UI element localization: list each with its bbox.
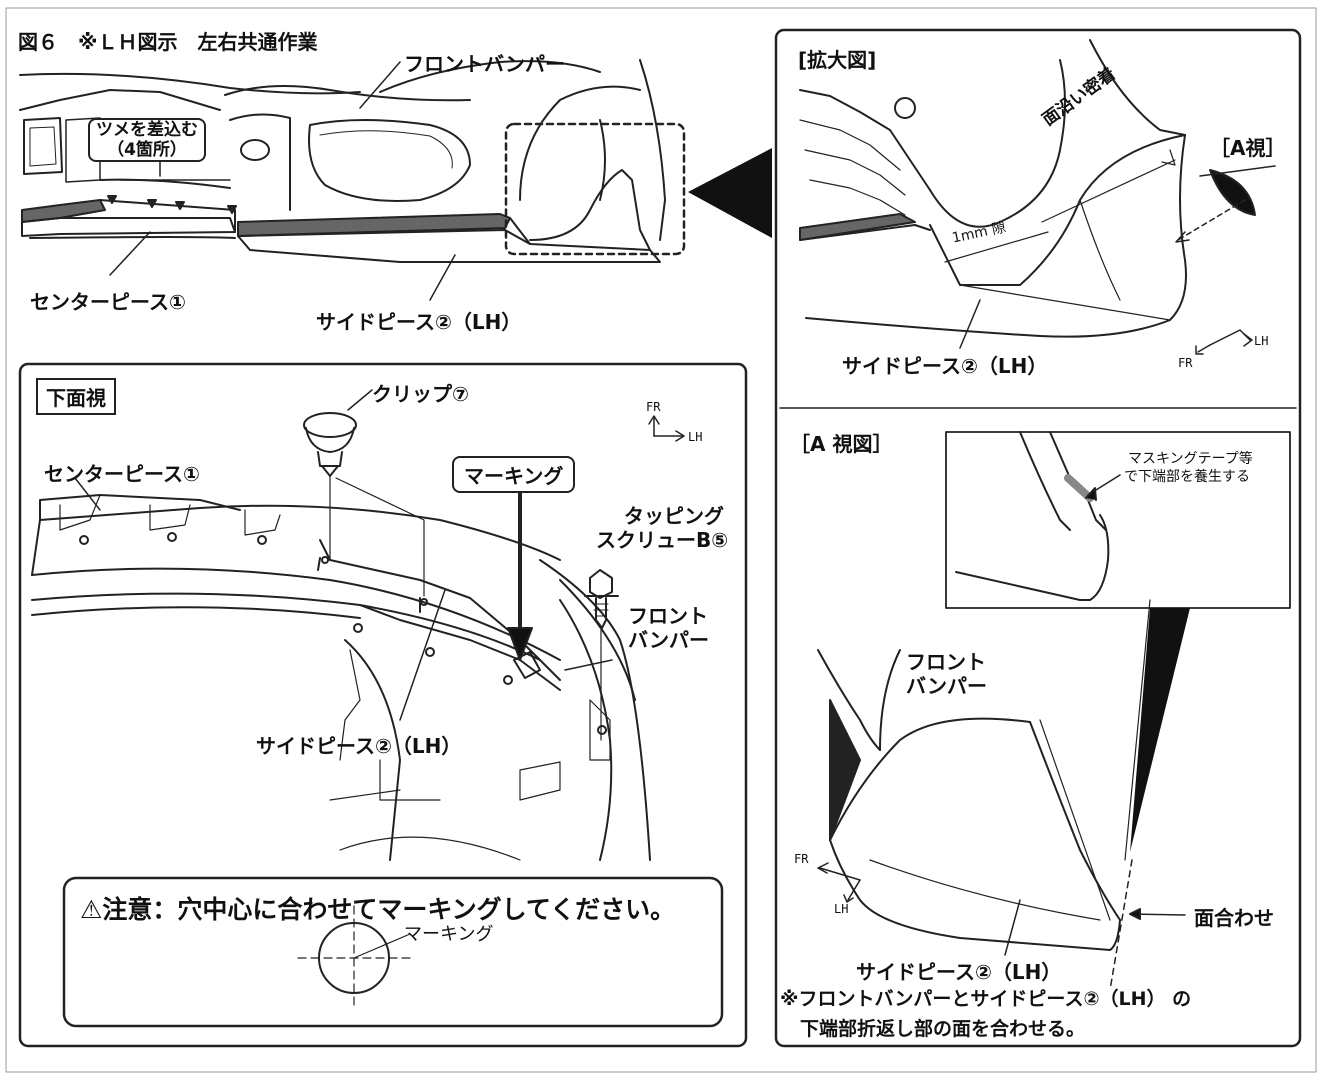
enlarged-dir-lh: LH xyxy=(1254,334,1269,348)
bumper-overview-drawing xyxy=(19,59,686,301)
claws-label-line1: ツメを差込む xyxy=(96,120,198,140)
a-view-main-drawing xyxy=(817,599,1186,991)
a-view-side-piece-label: サイドピース②（LH） xyxy=(856,960,1062,984)
claws-label-line2: （4箇所） xyxy=(107,140,187,160)
tapping-screw-label-line1: タッピング xyxy=(624,504,724,528)
a-view-front-bumper-label: フロント バンパー xyxy=(906,650,987,698)
underside-front-bumper-label: フロント バンパー xyxy=(628,604,709,652)
a-view-inset-drawing xyxy=(955,431,1121,601)
tapping-screw-icon xyxy=(584,569,619,629)
a-view-dir-fr: FR xyxy=(794,852,809,866)
underside-center-piece-label: センターピース① xyxy=(44,462,200,486)
a-view-front-bumper-line2: バンパー xyxy=(906,674,987,698)
side-piece-label: サイドピース②（LH） xyxy=(316,310,522,334)
clip-label: クリップ⑦ xyxy=(372,382,469,406)
figure-title: 図６ ※ＬＨ図示 左右共通作業 xyxy=(18,30,318,54)
underside-front-bumper-line1: フロント xyxy=(628,604,708,628)
front-bumper-label: フロントバンパー xyxy=(404,52,565,76)
masking-tape-line1: マスキングテープ等 xyxy=(1128,451,1253,467)
a-view-note-line1: ※フロントバンパーとサイドピース②（LH） の xyxy=(780,988,1192,1010)
underside-drawing xyxy=(31,389,685,861)
underside-dir-fr: FR xyxy=(646,400,661,414)
enlarged-dir-fr: FR xyxy=(1178,356,1193,370)
claws-label: ツメを差込む （4箇所） xyxy=(88,118,206,162)
enlarged-view-drawing xyxy=(799,39,1276,355)
clip-icon xyxy=(303,412,357,477)
face-match-label: 面合わせ xyxy=(1194,906,1274,930)
masking-tape-line2: で下端部を養生する xyxy=(1124,469,1250,485)
a-view-inset-frame xyxy=(945,431,1291,609)
caution-diagram xyxy=(297,905,411,1011)
right-panel-frame xyxy=(774,28,1302,1048)
underside-front-bumper-line2: バンパー xyxy=(628,628,709,652)
a-view-diagram-title: ［A 視図］ xyxy=(790,432,893,456)
caution-box-frame xyxy=(62,876,724,1028)
zoom-arrow xyxy=(688,148,772,238)
a-view-note-line2: 下端部折返し部の面を合わせる。 xyxy=(800,1018,1086,1040)
center-piece-label: センターピース① xyxy=(30,290,186,314)
a-view-label: ［A視］ xyxy=(1210,136,1286,160)
a-view-note: ※フロントバンパーとサイドピース②（LH） の 下端部折返し部の面を合わせる。 xyxy=(780,984,1191,1044)
underside-dir-lh: LH xyxy=(688,430,703,444)
a-view-front-bumper-line1: フロント xyxy=(906,650,986,674)
tapping-screw-label: タッピング スクリューB⑤ xyxy=(596,504,728,552)
caution-marking-label: マーキング xyxy=(404,924,494,945)
marking-label-box: マーキング xyxy=(452,456,576,493)
enlarged-side-piece-label: サイドピース②（LH） xyxy=(842,354,1048,378)
a-view-dir-lh: LH xyxy=(834,902,849,916)
masking-tape-label: マスキングテープ等 で下端部を養生する xyxy=(1124,450,1253,486)
eye-icon xyxy=(1209,169,1256,216)
outer-frame xyxy=(5,7,1317,1073)
underside-view-title: 下面視 xyxy=(36,378,116,415)
caution-text: ⚠注意：穴中心に合わせてマーキングしてください。 xyxy=(80,895,676,924)
enlarged-view-title: [拡大図] xyxy=(798,48,877,72)
tapping-screw-label-line2: スクリューB⑤ xyxy=(596,528,729,552)
underside-panel-frame xyxy=(18,362,748,1048)
view-pointer-wedge xyxy=(1130,608,1190,852)
underside-side-piece-label: サイドピース②（LH） xyxy=(256,734,462,758)
